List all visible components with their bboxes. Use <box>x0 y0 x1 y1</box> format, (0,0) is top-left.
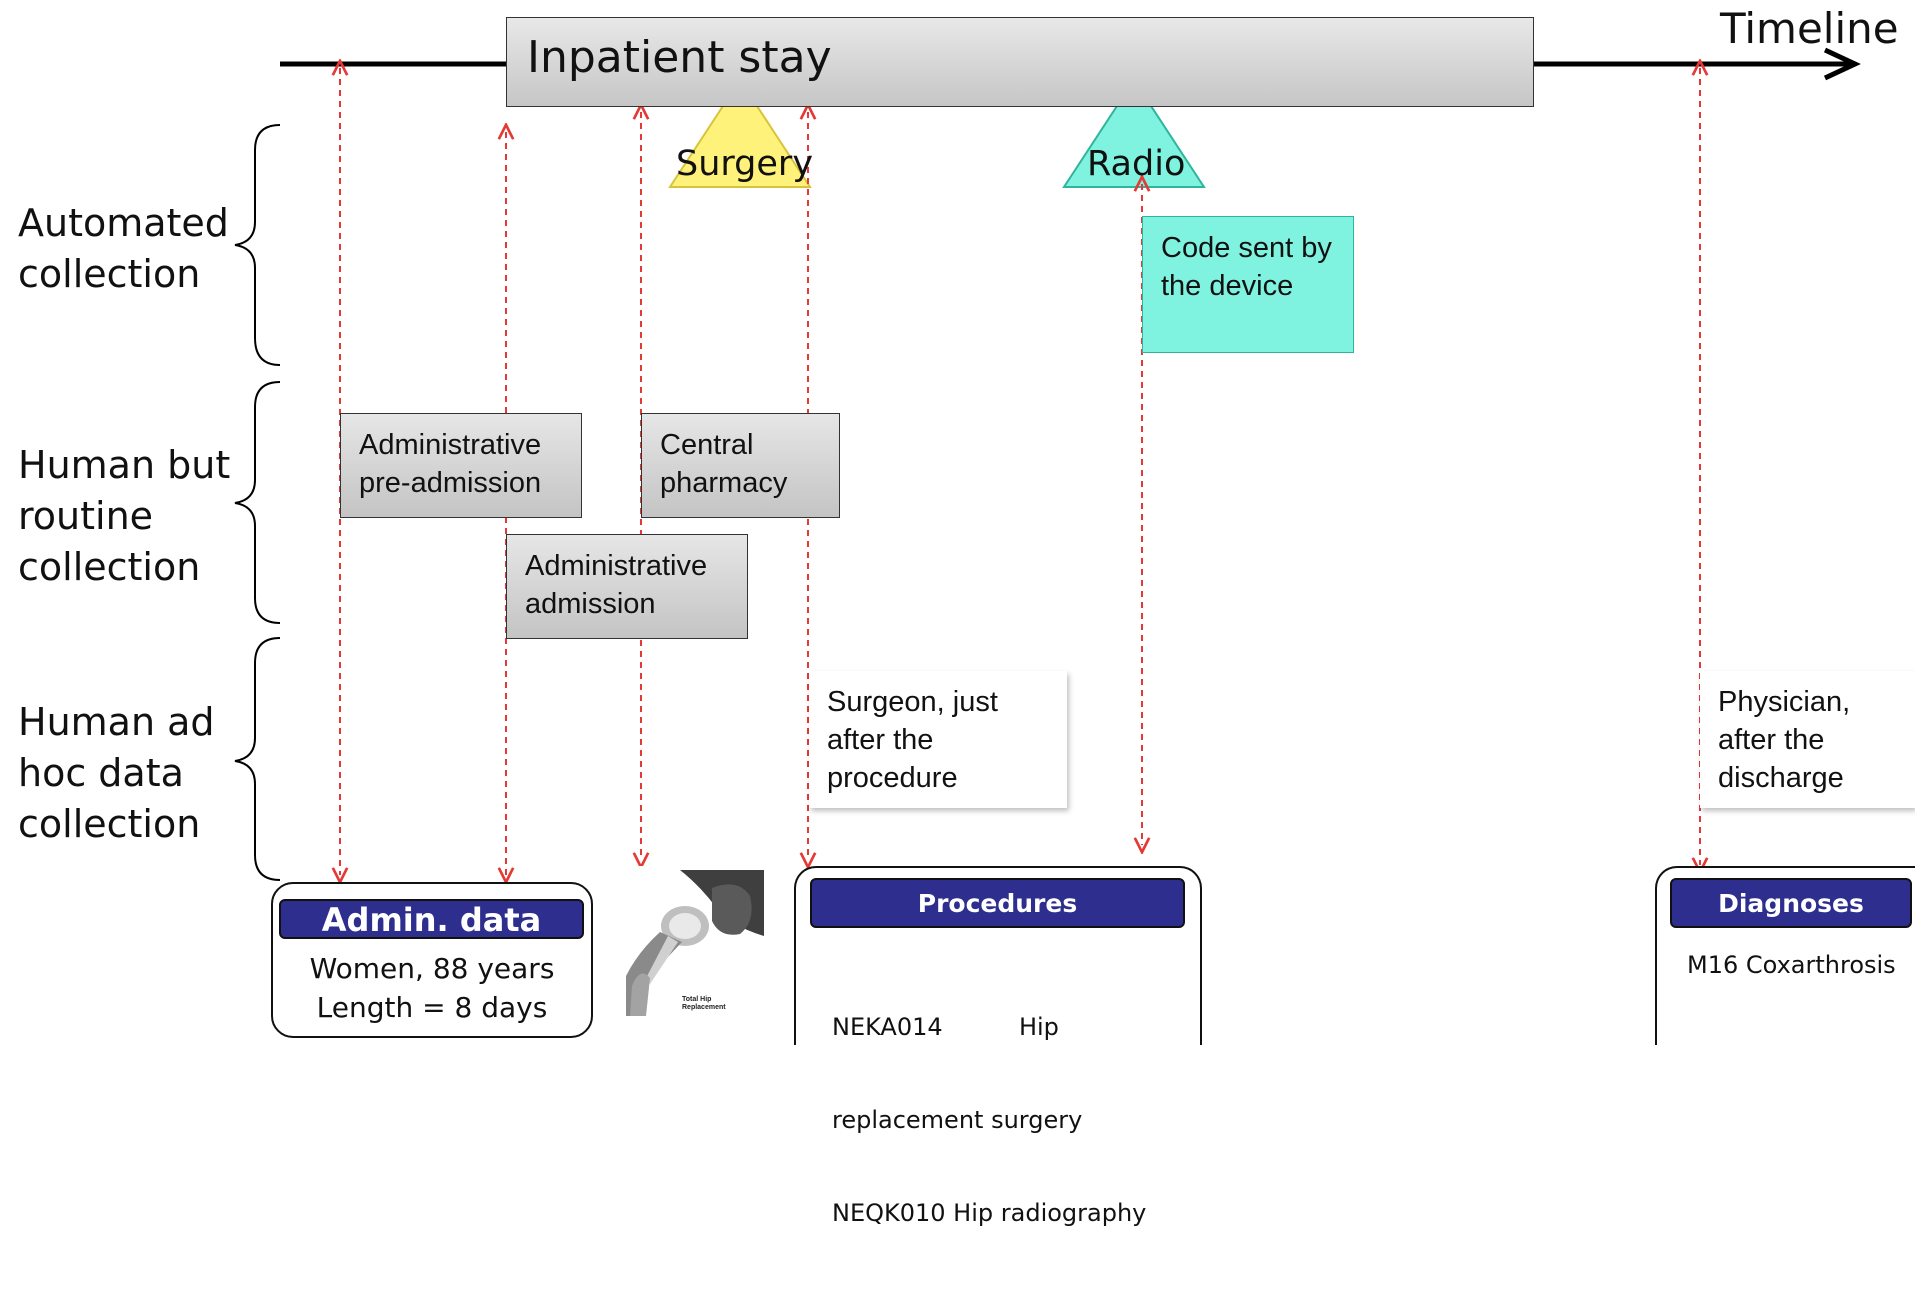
brace-routine <box>234 381 281 624</box>
admin-data-line2: Length = 8 days <box>316 991 548 1024</box>
admin-data-title: Admin. data <box>279 899 584 939</box>
brace-adhoc <box>234 637 281 881</box>
inpatient-stay-bar: Inpatient stay <box>506 17 1534 107</box>
surgery-triangle <box>668 78 812 188</box>
diagnoses-title: Diagnoses <box>1670 878 1912 928</box>
code-sent-box: Code sent by the device <box>1142 216 1354 353</box>
procedure-line-3: NEQK010 Hip radiography <box>832 1199 1147 1227</box>
timeline-label: Timeline <box>1720 4 1899 53</box>
diagnoses-panel: Diagnoses M16 Coxarthrosis <box>1655 866 1915 1045</box>
surgery-label: Surgery <box>676 144 814 184</box>
procedure-line-2: replacement surgery <box>832 1106 1083 1134</box>
central-pharmacy-box: Central pharmacy <box>641 413 840 518</box>
hip-caption-line2: Replacement <box>682 1004 726 1011</box>
surgeon-note: Surgeon, just after the procedure <box>809 671 1067 808</box>
physician-note: Physician, after the discharge <box>1700 671 1915 808</box>
procedures-title: Procedures <box>810 878 1185 928</box>
admin-preadmission-box: Administrative pre-admission <box>340 413 582 518</box>
hip-image-caption: Total Hip Replacement <box>682 996 726 1012</box>
procedures-list: NEKA014 Hip replacement surgery NEQK010 … <box>832 950 1192 1291</box>
admin-admission-box: Administrative admission <box>506 534 748 639</box>
hip-replacement-image: Total Hip Replacement <box>620 866 764 1021</box>
hip-caption-line1: Total Hip <box>682 996 712 1003</box>
category-automated: Automated collection <box>18 201 229 296</box>
category-human-adhoc: Human ad hoc data collection <box>18 700 215 846</box>
inpatient-stay-label: Inpatient stay <box>527 32 832 83</box>
procedure-line-1: NEKA014 Hip <box>832 1013 1059 1041</box>
brace-automated <box>234 124 281 366</box>
diagnoses-text: M16 Coxarthrosis <box>1687 951 1896 979</box>
admin-data-panel: Admin. data Women, 88 years Length = 8 d… <box>271 882 593 1038</box>
procedures-panel: Procedures NEKA014 Hip replacement surge… <box>794 866 1202 1227</box>
admin-data-line1: Women, 88 years <box>309 952 555 985</box>
category-human-routine: Human but routine collection <box>18 443 231 589</box>
radio-label: Radio <box>1087 144 1186 184</box>
hip-illustration <box>620 866 764 1021</box>
